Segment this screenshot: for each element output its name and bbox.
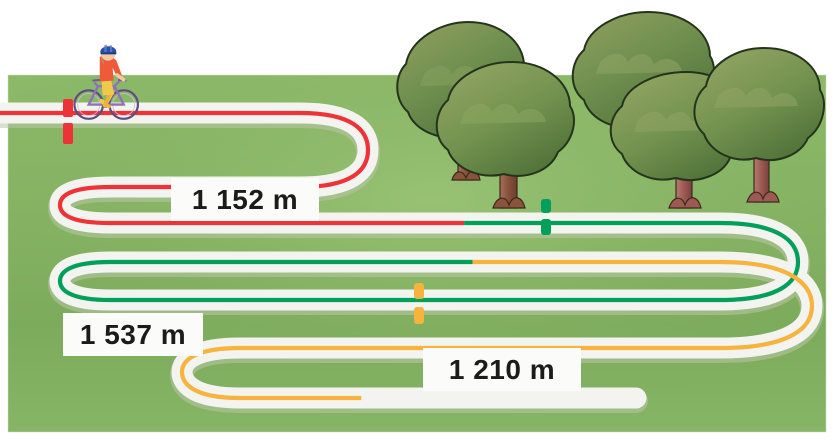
tree-left-front	[435, 60, 575, 209]
tree-group-left	[396, 20, 575, 209]
rider	[99, 44, 126, 109]
green-marker	[541, 199, 551, 235]
distance-label-orange: 1 210 m	[423, 348, 581, 391]
tree-group-right	[571, 10, 825, 209]
start-marker	[63, 99, 73, 144]
distance-label-green: 1 537 m	[63, 313, 203, 356]
cyclist	[73, 44, 140, 120]
tree-right-side	[693, 46, 825, 203]
distance-label-red: 1 152 m	[171, 178, 319, 221]
orange-marker	[414, 283, 424, 324]
track-markers	[63, 99, 551, 324]
